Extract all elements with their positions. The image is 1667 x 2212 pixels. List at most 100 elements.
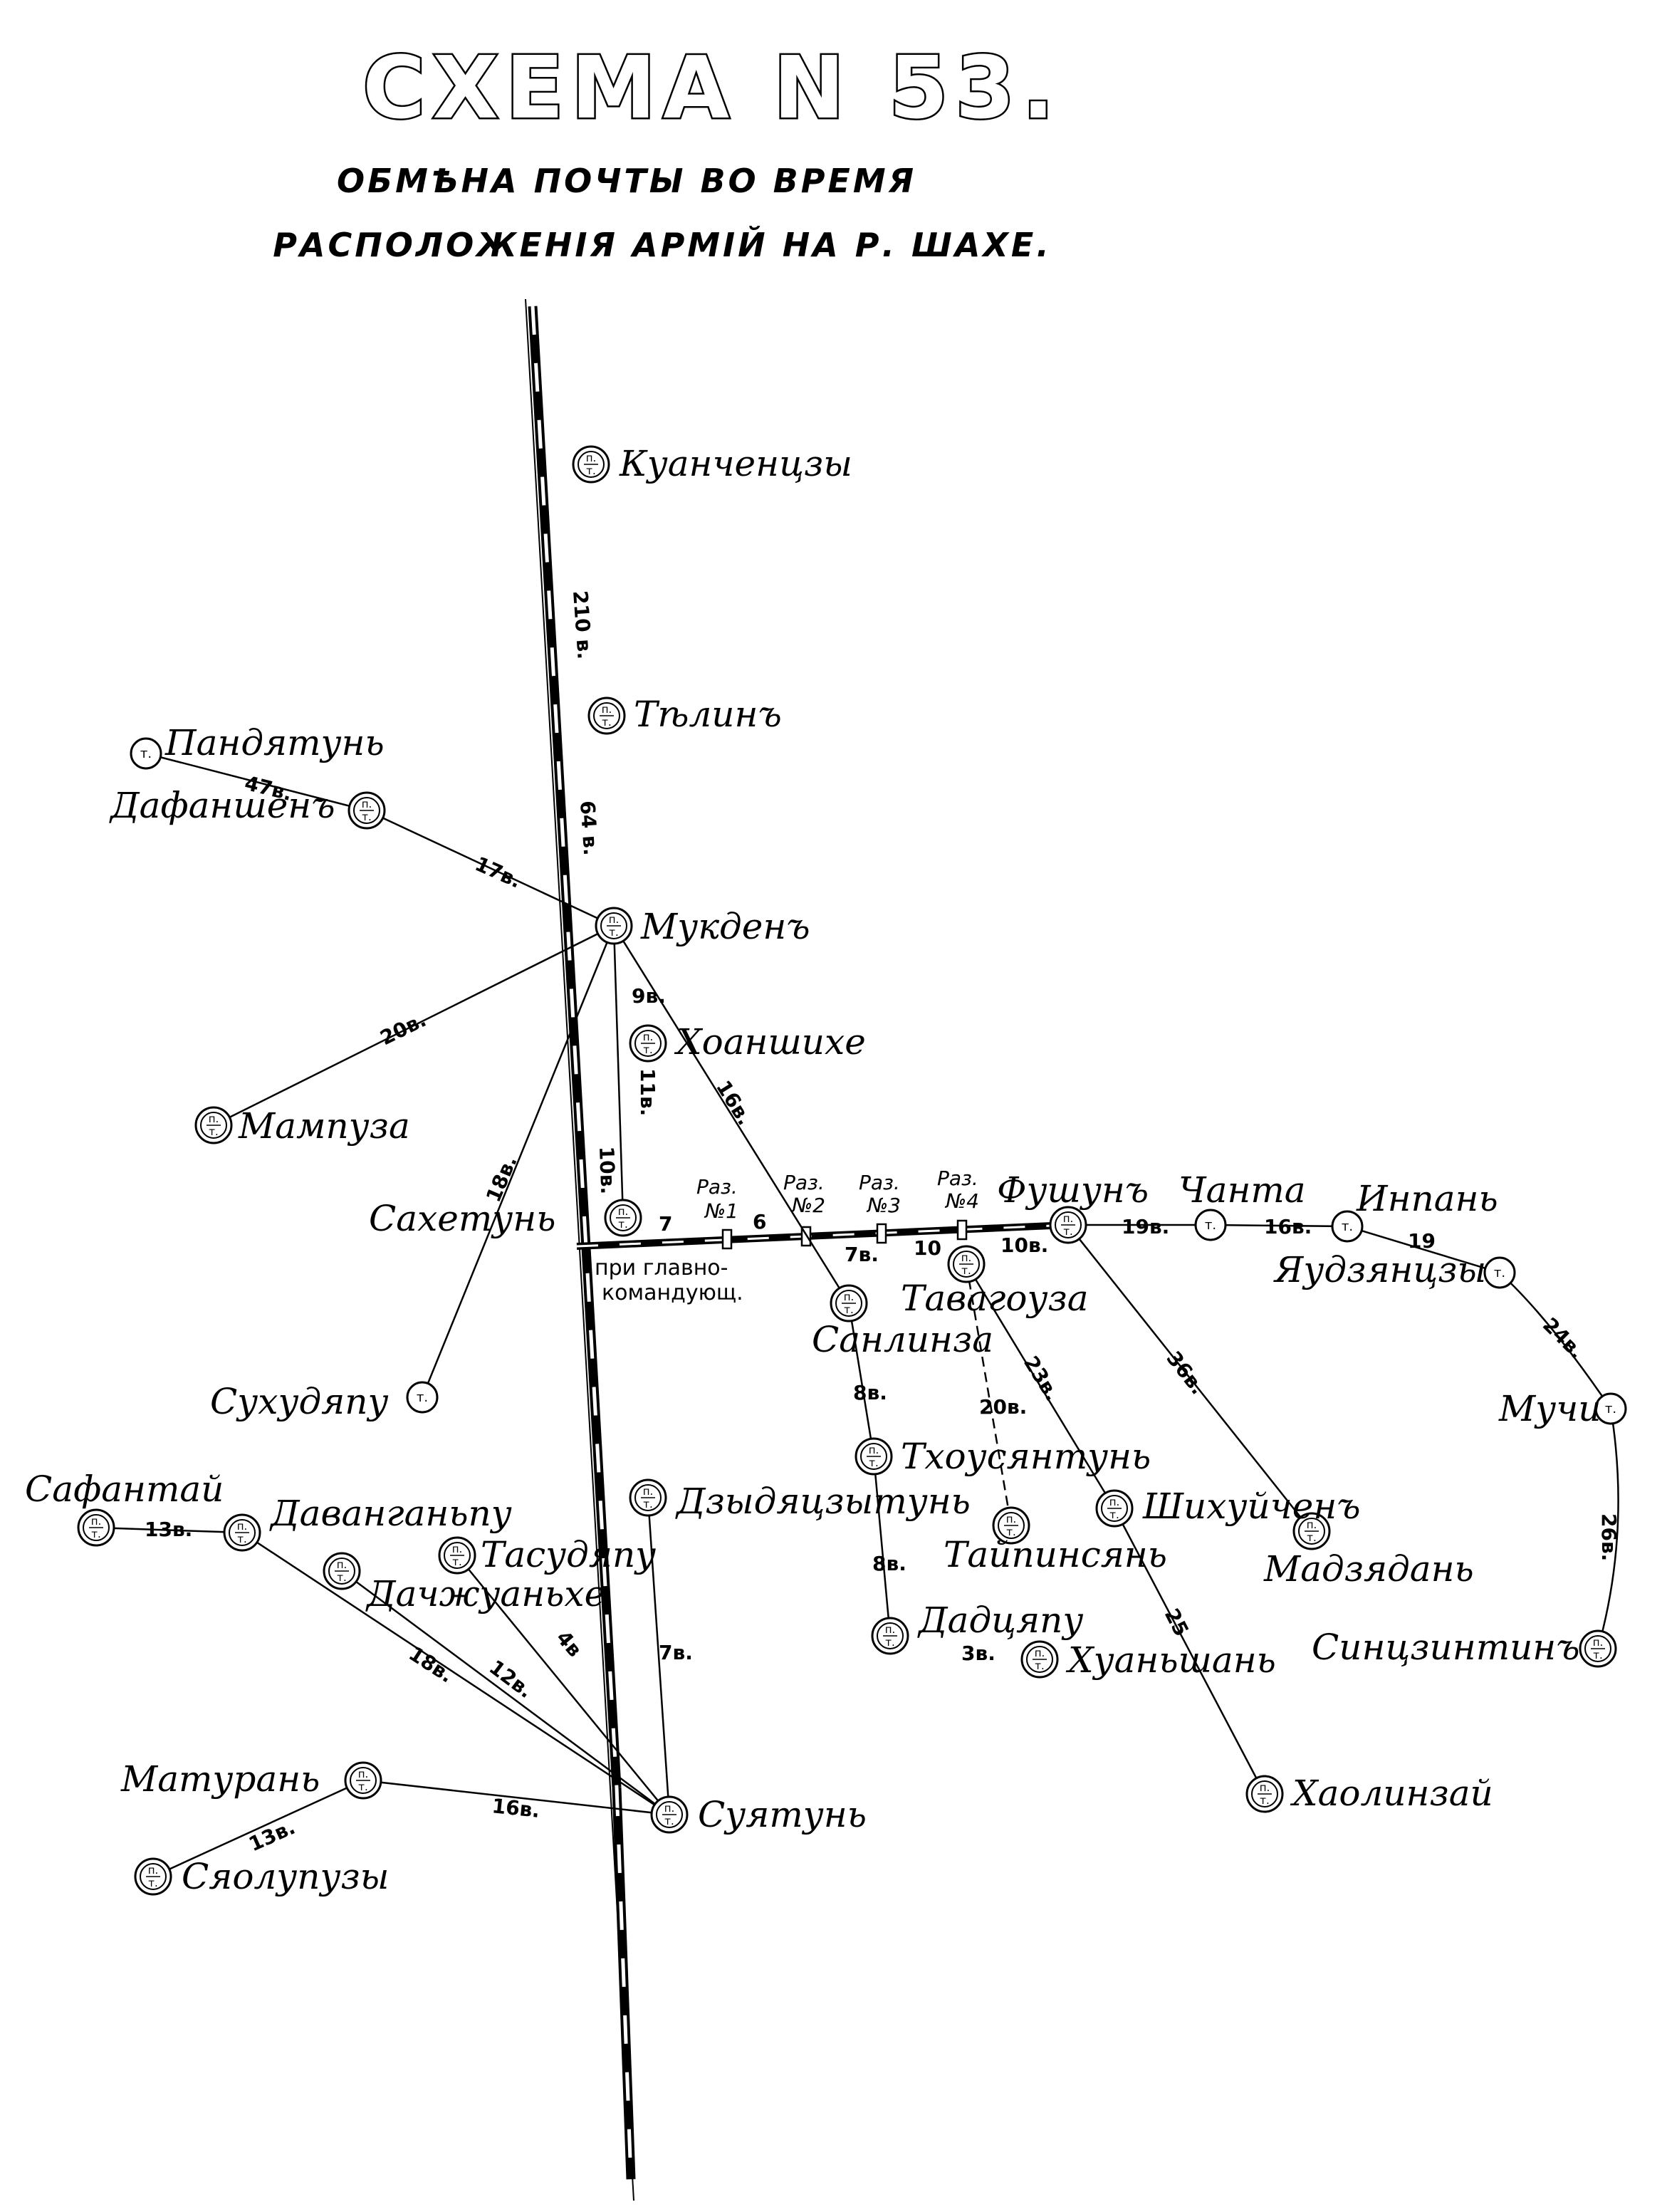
dist-17: 17в. <box>471 852 525 893</box>
dist-7b: 7в. <box>659 1641 693 1664</box>
raz3-label-bot: №3 <box>866 1194 901 1217</box>
label-shikhuichen: Шихуйченъ <box>1142 1486 1361 1527</box>
label-suyatun: Суятунь <box>698 1794 867 1835</box>
dist-9: 9в. <box>632 984 666 1008</box>
dist-64: 64 в. <box>575 800 602 856</box>
dist-8b: 8в. <box>872 1552 906 1575</box>
raz1-label-bot: №1 <box>704 1199 738 1223</box>
map-subtitle-line2: РАСПОЛОЖЕНІЯ АРМІЙ НА Р. ШАХЕ. <box>273 226 1052 264</box>
pt-davanganpu-icon <box>223 1513 261 1552</box>
pt-suyatun-icon <box>650 1795 689 1834</box>
dist-25: 25 <box>1160 1605 1193 1640</box>
map-subtitle-line1: ОБМѢНА ПОЧТЫ ВО ВРЕМЯ <box>337 162 916 200</box>
pt-shikhuichen-icon <box>1095 1489 1134 1528</box>
t-sukhudyapu-icon <box>406 1381 439 1414</box>
label-kuanchentszy: Куанченцзы <box>619 443 852 484</box>
label-safantai: Сафантай <box>25 1468 224 1510</box>
label-davanganpu: Даванганьпу <box>269 1493 512 1534</box>
dist-36: 36в. <box>1161 1347 1209 1399</box>
map-title: СХЕМА N 53. <box>362 39 1061 138</box>
raz1-label-top: Раз. <box>696 1175 738 1199</box>
pt-telin-icon <box>587 697 626 735</box>
raz2-label-top: Раз. <box>783 1171 825 1194</box>
dist-210: 210 в. <box>568 590 597 660</box>
label-syaolupuzy: Сяолупузы <box>182 1856 390 1897</box>
dist-20b: 20в. <box>979 1395 1027 1419</box>
dist-4: 4в <box>552 1626 587 1661</box>
dist-20: 20в. <box>377 1008 430 1050</box>
label-tasudyapu: Тасудяпу <box>481 1534 656 1575</box>
dist-3: 3в. <box>961 1642 996 1665</box>
seg-10: 10 <box>914 1236 941 1260</box>
railway-main-line <box>525 298 636 2201</box>
pt-dzydyatszytun-icon <box>629 1478 667 1517</box>
label-taipinsyan: Тайпинсянь <box>944 1534 1167 1575</box>
pt-safantai-icon <box>77 1508 115 1547</box>
razyezd-labels: Раз. №1 Раз. №2 Раз. №3 Раз. №4 <box>696 1167 979 1223</box>
label-tkhousyantun: Тхоусянтунь <box>901 1436 1151 1477</box>
pt-fushun-icon <box>1049 1206 1087 1244</box>
label-khaolinzai: Хаолинзай <box>1290 1773 1493 1814</box>
dist-7v: 7в. <box>845 1243 879 1266</box>
dist-16a: 16в. <box>711 1076 757 1130</box>
label-inpan: Инпань <box>1356 1178 1498 1219</box>
label-madzyadan: Мадзядань <box>1263 1548 1474 1590</box>
raz3-label-top: Раз. <box>859 1171 900 1194</box>
pt-tasudyapu-icon <box>438 1536 476 1575</box>
railway-branch-fushun <box>576 1219 1069 1250</box>
t-chanta-icon <box>1194 1209 1227 1241</box>
t-yaudzyantszy-icon <box>1483 1256 1516 1289</box>
pt-sanlinza-icon <box>830 1284 868 1322</box>
label-dadtsyapu: Дадцяпу <box>917 1600 1083 1641</box>
dist-18b: 18в. <box>404 1642 457 1687</box>
dist-12: 12в. <box>485 1655 538 1703</box>
label-maturan: Матурань <box>120 1758 320 1800</box>
label-chanta: Чанта <box>1179 1169 1306 1211</box>
label-muchi: Мучи <box>1498 1388 1601 1429</box>
label-mukden: Мукденъ <box>640 906 810 947</box>
raz2-label-bot: №2 <box>790 1194 825 1217</box>
label-mampuza: Мампуза <box>238 1105 410 1147</box>
label-sakhetun: Сахетунь <box>369 1198 555 1239</box>
dist-11: 11в. <box>636 1068 659 1116</box>
label-pri-glavnokom-2: командующ. <box>602 1280 743 1305</box>
label-fushun: Фушунъ <box>997 1169 1149 1211</box>
dist-10v: 10в. <box>595 1146 620 1194</box>
label-sintszintin: Синцзинтинъ <box>1312 1627 1580 1668</box>
pt-khoanshikhe-icon <box>629 1024 667 1063</box>
pt-glavnokom-icon <box>604 1199 642 1237</box>
t-pandyatun-icon <box>130 737 162 770</box>
routes <box>95 752 1619 1878</box>
dist-13a: 13в. <box>145 1518 192 1541</box>
post-telegraph-offices <box>77 445 1617 1896</box>
pt-mukden-icon <box>595 907 633 945</box>
pt-maturan-icon <box>344 1761 382 1800</box>
pt-dadtsyapu-icon <box>871 1617 909 1655</box>
label-sanlinza: Санлинза <box>812 1319 993 1360</box>
dist-26: 26в. <box>1597 1513 1621 1561</box>
pt-sintszintin-icon <box>1579 1629 1617 1668</box>
dist-16c: 16в. <box>491 1794 540 1822</box>
place-labels: Куанченцзы Тѣлинъ Пандятунь Дафаншенъ Му… <box>25 443 1601 1897</box>
label-sukhudyapu: Сухудяпу <box>210 1381 388 1422</box>
pt-kuanchentszy-icon <box>572 445 610 484</box>
pt-khuanshan-icon <box>1020 1640 1059 1679</box>
label-dachzhuankhe: Дачжуаньхе <box>365 1573 605 1614</box>
label-khoanshikhe: Хоаншихе <box>674 1021 866 1063</box>
pt-dafanshen-icon <box>347 791 386 830</box>
label-dafanshen: Дафаншенъ <box>109 785 335 826</box>
label-yaudzyantszy: Яудзянцзы <box>1273 1249 1486 1290</box>
dist-8a: 8в. <box>853 1381 887 1404</box>
dist-16b: 16в. <box>1264 1215 1312 1238</box>
pt-dachzhuankhe-icon <box>323 1552 361 1590</box>
pt-tavagouza-icon <box>947 1245 986 1283</box>
pt-khaolinzai-icon <box>1245 1775 1284 1813</box>
label-pri-glavnokom-1: при главно- <box>595 1256 728 1280</box>
seg-6: 6 <box>753 1210 766 1233</box>
pt-syaolupuzy-icon <box>134 1857 172 1896</box>
raz4-label-top: Раз. <box>937 1167 978 1190</box>
dist-19b: 19 <box>1408 1229 1436 1253</box>
label-khuanshan: Хуаньшань <box>1065 1639 1276 1681</box>
label-telin: Тѣлинъ <box>634 694 782 735</box>
